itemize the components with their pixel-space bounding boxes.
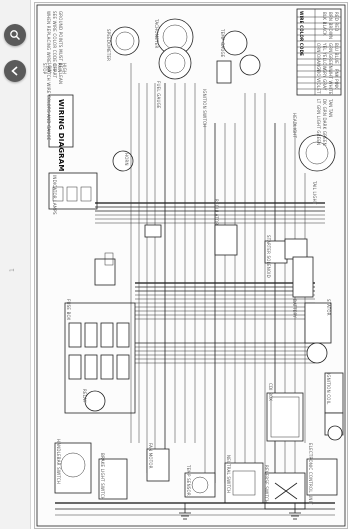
header-note: WHEN REPLACING WIRE, MATCH WIRE COLORS A… [46,11,51,141]
color-code-row: YEL YELLOW [322,43,327,70]
component-label: TAIL LIGHT [312,181,317,205]
color-code-row: GRY GRAY [322,69,327,91]
component-label: REGULATOR [214,199,219,226]
color-code-row: VIO VIOLET [316,69,321,94]
wiring-diagram-sheet: WHEN REPLACING WIRE, MATCH WIRE COLORS A… [34,2,348,529]
diagram-title: WIRING DIAGRAM [57,99,65,172]
headlight-symbol [298,134,336,172]
component-label: ELECTRONIC CONTROL UNIT [308,443,313,505]
viewer-side-rail: 1 [0,0,31,529]
back-arrow-icon [11,66,18,76]
connector-blocks [94,224,344,442]
zoom-icon [10,30,21,41]
component-label: SPEEDOMETER [106,29,111,62]
main-harness [95,202,325,364]
component-label: TEMP SENSOR [186,465,191,496]
color-code-row: PNK PINK [334,69,339,90]
title-block-frame [48,94,74,148]
component-label: FUEL GAUGE [156,81,161,109]
indicator-lamps-label: INDICATOR LAMPS [52,175,57,215]
color-code-row: LT GRN LIGHT GREEN [316,99,321,146]
color-code-row: ORN ORANGE [316,43,321,73]
bottom-components [54,442,338,516]
component-label: CDI BOX [268,383,273,402]
component-label: FAN MOTOR [148,443,153,469]
component-label: BATTERY [292,299,297,318]
page-number: 1 [9,268,16,272]
component-label: HORN [124,153,129,166]
component-label: STARTER SOLENOID [266,235,271,278]
component-label: TEMP GAUGE [220,29,225,58]
color-code-title: WIRE COLOR CODE [299,11,304,57]
color-code-row: BLU BLUE [334,43,339,64]
horn-symbol [112,150,134,172]
back-button[interactable] [4,60,26,82]
indicator-lamps-panel [48,172,98,210]
wiring-schematic [36,4,346,527]
component-label: HEADLIGHT [292,113,297,139]
component-label: REVERSE SWITCH [264,465,269,504]
color-code-row: TAN TAN [328,99,333,118]
color-code-row: BRN BROWN [328,12,333,40]
fuse-relay-area [64,302,136,414]
color-code-row: DK GRN DARK GREEN [322,99,327,146]
component-label: NEUTRAL SWITCH [226,455,231,494]
component-label: STATOR [326,299,331,316]
color-code-row: GRN GREEN [328,43,333,69]
component-label: HANDLEBAR SWITCH [56,439,61,484]
component-label: BRAKE LIGHT SWITCH [100,453,105,501]
component-label: FUSE BOX [66,299,71,321]
component-label: TACHOMETER [154,19,159,49]
color-code-table-frame [296,8,342,96]
ground-symbols [179,503,301,520]
zoom-button[interactable] [4,24,26,46]
component-label: IGNITION COIL [326,373,331,405]
component-label: RELAY [82,389,87,403]
gauge-cluster [110,18,261,84]
color-code-row: BLK BLACK [322,12,327,36]
title-note: HIGH [62,63,67,75]
color-code-row: WHT WHITE [328,69,333,95]
component-label: IGNITION SWITCH [202,89,207,128]
color-code-row: RED RED [334,12,339,32]
